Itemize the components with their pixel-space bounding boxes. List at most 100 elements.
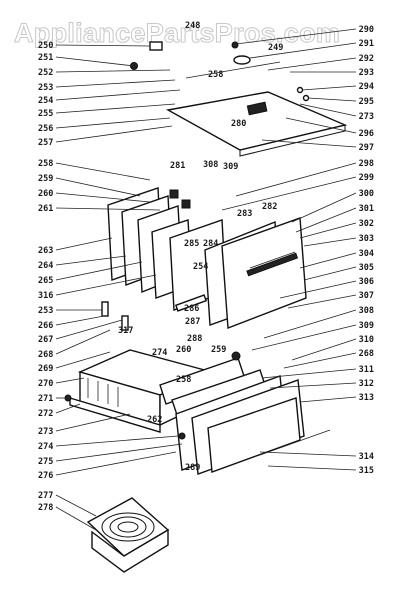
- leader-line-right: [299, 103, 357, 117]
- part-label-right: 300: [359, 189, 374, 199]
- leader-line-right: [291, 192, 357, 223]
- leader-line-right: [301, 85, 357, 91]
- leader-line-left: [55, 261, 143, 281]
- part-label-left: 273: [38, 427, 53, 437]
- part-label-right: 295: [359, 97, 374, 107]
- part-label-inner: 281: [170, 161, 185, 171]
- part-label-right: 305: [359, 263, 374, 273]
- part-label-inner: 309: [223, 162, 238, 172]
- leader-line-left: [55, 443, 183, 462]
- part-label-right: 313: [359, 393, 374, 403]
- leader-line-right: [291, 338, 357, 361]
- part-label-inner: 259: [211, 345, 226, 355]
- part-label-left: 254: [38, 96, 53, 106]
- leader-line-right: [267, 57, 357, 71]
- part-label-left: 270: [38, 379, 53, 389]
- part-label-left: 268: [38, 350, 53, 360]
- leader-line-right: [307, 97, 357, 102]
- part-label-right: 314: [359, 452, 374, 462]
- part-label-left: 252: [38, 68, 53, 78]
- labels-left: 2502512522532542552562572582592602612632…: [38, 41, 53, 513]
- leader-line-left: [55, 89, 181, 101]
- part-label-left: 265: [38, 276, 53, 286]
- leader-line-left: [55, 192, 151, 203]
- leader-line-left: [55, 506, 97, 531]
- part-label-right: 306: [359, 277, 374, 287]
- part-label-inner: 286: [184, 304, 199, 314]
- leader-line-left: [55, 403, 81, 414]
- part-label-right: 298: [359, 159, 374, 169]
- part-label-left: 274: [38, 442, 53, 452]
- part-label-right: 301: [359, 204, 374, 214]
- drawer-drawing: [64, 301, 331, 475]
- leader-line-right: [235, 28, 357, 45]
- part-label-left: 316: [38, 291, 53, 301]
- part-label-right: 309: [359, 321, 374, 331]
- part-label-left: 259: [38, 174, 53, 184]
- part-label-inner: 308: [203, 160, 218, 170]
- leader-line-right: [221, 176, 357, 211]
- part-label-left: 264: [38, 261, 53, 271]
- part-label-left: 263: [38, 246, 53, 256]
- part-label-right: 297: [359, 143, 374, 153]
- part-label-left: 256: [38, 124, 53, 134]
- leader-line-left: [55, 69, 171, 73]
- leader-line-left: [55, 413, 131, 432]
- part-label-left: 261: [38, 204, 53, 214]
- leader-line-right: [299, 222, 357, 239]
- leader-line-left: [55, 44, 151, 47]
- part-label-right: 296: [359, 129, 374, 139]
- part-label-inner: 258: [176, 375, 191, 385]
- leader-line-left: [55, 207, 161, 211]
- leader-line-right: [295, 207, 357, 233]
- leader-line-left: [55, 177, 141, 197]
- leader-line-left: [55, 255, 127, 266]
- part-label-inner: 282: [262, 202, 277, 212]
- leader-line-right: [299, 396, 357, 403]
- part-label-left: 251: [38, 53, 53, 63]
- leader-line-right: [269, 382, 357, 389]
- leader-lines: [55, 28, 357, 531]
- part-label-inner: 248: [185, 21, 200, 31]
- part-label-right: 292: [359, 54, 374, 64]
- leader-line-left: [55, 125, 173, 143]
- part-label-inner: 280: [231, 119, 246, 129]
- leader-line-right: [303, 266, 357, 281]
- leader-line-right: [261, 368, 357, 379]
- part-label-inner: 283: [237, 209, 252, 219]
- part-label-right: 294: [359, 82, 374, 92]
- part-label-inner: 258: [208, 70, 223, 80]
- part-label-left: 271: [38, 394, 53, 404]
- leader-line-left: [55, 329, 111, 355]
- part-label-left: 260: [38, 189, 53, 199]
- leader-line-left: [55, 103, 176, 114]
- part-label-right: 302: [359, 219, 374, 229]
- leader-line-right: [249, 42, 357, 59]
- part-label-left: 258: [38, 159, 53, 169]
- part-label-left: 272: [38, 409, 53, 419]
- leader-line-right: [287, 294, 357, 309]
- leader-line-left: [55, 315, 105, 326]
- part-label-right: 273: [359, 112, 374, 122]
- part-label-left: 257: [38, 138, 53, 148]
- part-label-right: 299: [359, 173, 374, 183]
- oven-door-drawing: [107, 187, 307, 329]
- leader-line-left: [55, 451, 177, 476]
- leader-line-left: [55, 377, 85, 384]
- leader-line-right: [279, 280, 357, 299]
- watermark: AppliancePartsPros.com: [14, 18, 341, 49]
- part-label-right: 310: [359, 335, 374, 345]
- leader-line-right: [261, 139, 357, 148]
- leader-line-left: [55, 79, 176, 88]
- part-label-left: 253: [38, 306, 53, 316]
- leader-line-left: [55, 274, 157, 296]
- part-label-right: 291: [359, 39, 374, 49]
- leader-line-right: [259, 451, 357, 457]
- part-label-right: 293: [359, 68, 374, 78]
- part-label-left: 266: [38, 321, 53, 331]
- leader-line-right: [235, 162, 357, 197]
- labels-right: 2902912922932942952732962972982993003013…: [359, 25, 374, 476]
